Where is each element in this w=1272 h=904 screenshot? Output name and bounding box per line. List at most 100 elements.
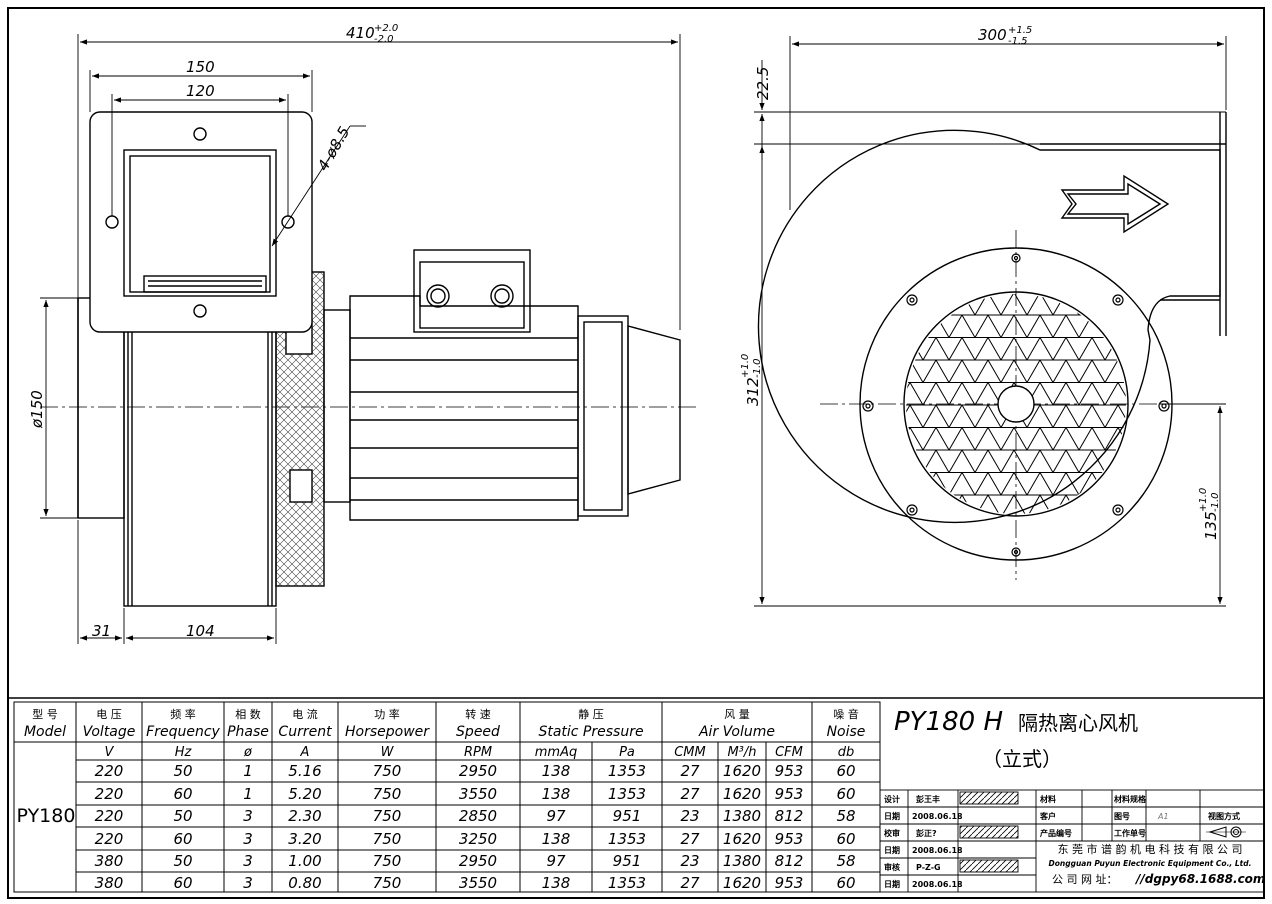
side-width-tol-minus: -1.5	[1008, 36, 1028, 47]
tb-label-check: 校审	[884, 828, 900, 838]
side-view	[40, 111, 700, 607]
table-unit: A	[300, 745, 310, 760]
table-cell: 138	[542, 830, 571, 848]
table-unit: M³/h	[727, 745, 756, 760]
table-cell: 812	[775, 807, 804, 825]
table-cell: 750	[373, 830, 402, 848]
outlet-offset-dim: 22.5	[754, 67, 772, 100]
table-cell: 60	[173, 830, 192, 848]
table-cell: 1	[243, 785, 253, 803]
table-header-cn: 型 号	[32, 707, 58, 721]
tb-value-design: 彭王丰	[916, 794, 940, 804]
height-tol-plus: +1.0	[740, 354, 751, 378]
table-unit: Hz	[175, 745, 193, 760]
tb-value-date1: 2008.06.18	[912, 812, 963, 821]
table-cell: 1	[243, 762, 253, 780]
table-cell: 138	[542, 785, 571, 803]
wheel-width-dim: 104	[186, 622, 215, 640]
table-cell: 3250	[459, 830, 497, 848]
table-header-cn: 噪 音	[833, 707, 859, 721]
table-unit: V	[105, 745, 115, 760]
table-unit: ø	[243, 745, 253, 760]
table-header-cn: 转 速	[465, 707, 491, 721]
company-name-cn: 东 莞 市 谱 韵 机 电 科 技 有 限 公 司	[1058, 842, 1243, 856]
table-cell: 60	[173, 785, 192, 803]
table-header-en: Static Pressure	[538, 724, 643, 740]
table-cell: 1353	[608, 874, 646, 892]
table-unit: CMM	[674, 745, 706, 760]
tb-value-approve: P-Z-G	[916, 863, 941, 872]
tb-label-design: 设计	[884, 794, 900, 804]
drawing-title-model: PY180 H	[894, 707, 1003, 737]
table-cell: 60	[173, 874, 192, 892]
table-header-en: Phase	[227, 724, 269, 740]
flange-width-dim: 150	[186, 58, 215, 76]
table-header-en: Voltage	[83, 724, 136, 740]
table-cell: 1353	[608, 762, 646, 780]
table-cell: 97	[546, 807, 566, 825]
table-header-en: Current	[278, 724, 332, 740]
tb-value-check: 彭正?	[916, 828, 937, 838]
table-header-cn: 电 流	[292, 707, 318, 721]
table-cell: 2950	[459, 852, 497, 870]
spec-table	[13, 701, 881, 893]
table-header-en: Horsepower	[345, 724, 430, 740]
table-header-cn: 相 数	[235, 708, 261, 721]
table-cell: 953	[775, 785, 804, 803]
table-cell: 3550	[459, 874, 497, 892]
table-cell: 5.20	[288, 785, 321, 803]
table-cell: 1620	[723, 785, 761, 803]
overall-length-dim: 410	[346, 24, 375, 42]
table-cell: 5.16	[288, 762, 321, 780]
height-dim: 312	[744, 377, 762, 406]
table-cell: 1380	[723, 852, 761, 870]
table-cell: 2850	[459, 807, 497, 825]
tb-value-date3: 2008.06.18	[912, 880, 963, 889]
table-cell: 97	[546, 852, 566, 870]
tb-material-spec: 材料规格	[1114, 794, 1147, 804]
table-cell: 58	[836, 807, 855, 825]
table-cell: 1620	[723, 830, 761, 848]
company-name-en: Dongguan Puyun Electronic Equipment Co.,…	[1049, 859, 1252, 868]
table-cell: 953	[775, 762, 804, 780]
table-cell: 50	[173, 807, 192, 825]
table-header-en: Noise	[827, 724, 866, 740]
table-unit: Pa	[619, 745, 635, 760]
table-cell: 220	[95, 762, 124, 780]
sheet-border	[7, 7, 1265, 899]
table-cell: 2.30	[288, 807, 321, 825]
table-cell: 23	[680, 807, 699, 825]
table-cell: 27	[680, 874, 700, 892]
tb-label-date1: 日期	[884, 811, 900, 821]
table-cell: 3550	[459, 785, 497, 803]
table-header-cn: 风 量	[724, 708, 750, 721]
table-cell: 2950	[459, 762, 497, 780]
overall-length-tol-plus: +2.0	[374, 23, 398, 34]
side-view-dimensions	[40, 34, 681, 644]
table-cell: 953	[775, 830, 804, 848]
table-cell: 380	[95, 874, 124, 892]
hole-spacing-dim: 120	[186, 82, 215, 100]
projection-symbol-icon	[1206, 826, 1246, 838]
table-cell: 1380	[723, 807, 761, 825]
table-cell: 3	[243, 874, 253, 892]
overall-length-tol-minus: -2.0	[374, 34, 394, 45]
table-header-cn: 功 率	[374, 707, 400, 721]
tb-material: 材料	[1040, 794, 1056, 804]
table-cell: 27	[680, 830, 700, 848]
table-header-en: Speed	[456, 724, 500, 740]
table-cell: 220	[95, 785, 124, 803]
table-cell: 0.80	[288, 874, 321, 892]
table-cell: 1353	[608, 785, 646, 803]
tb-value-date2: 2008.06.18	[912, 846, 963, 855]
table-unit: RPM	[464, 745, 492, 760]
table-cell: 3	[243, 807, 253, 825]
table-cell: 750	[373, 785, 402, 803]
drawing-title-cn: 隔热离心风机	[1018, 711, 1138, 735]
table-cell: 380	[95, 852, 124, 870]
height-tol-minus: -1.0	[752, 358, 763, 378]
tb-view: 视图方式	[1208, 811, 1240, 821]
tb-work-no: 工作单号	[1114, 828, 1146, 838]
side-width-dim: 300	[978, 26, 1007, 44]
